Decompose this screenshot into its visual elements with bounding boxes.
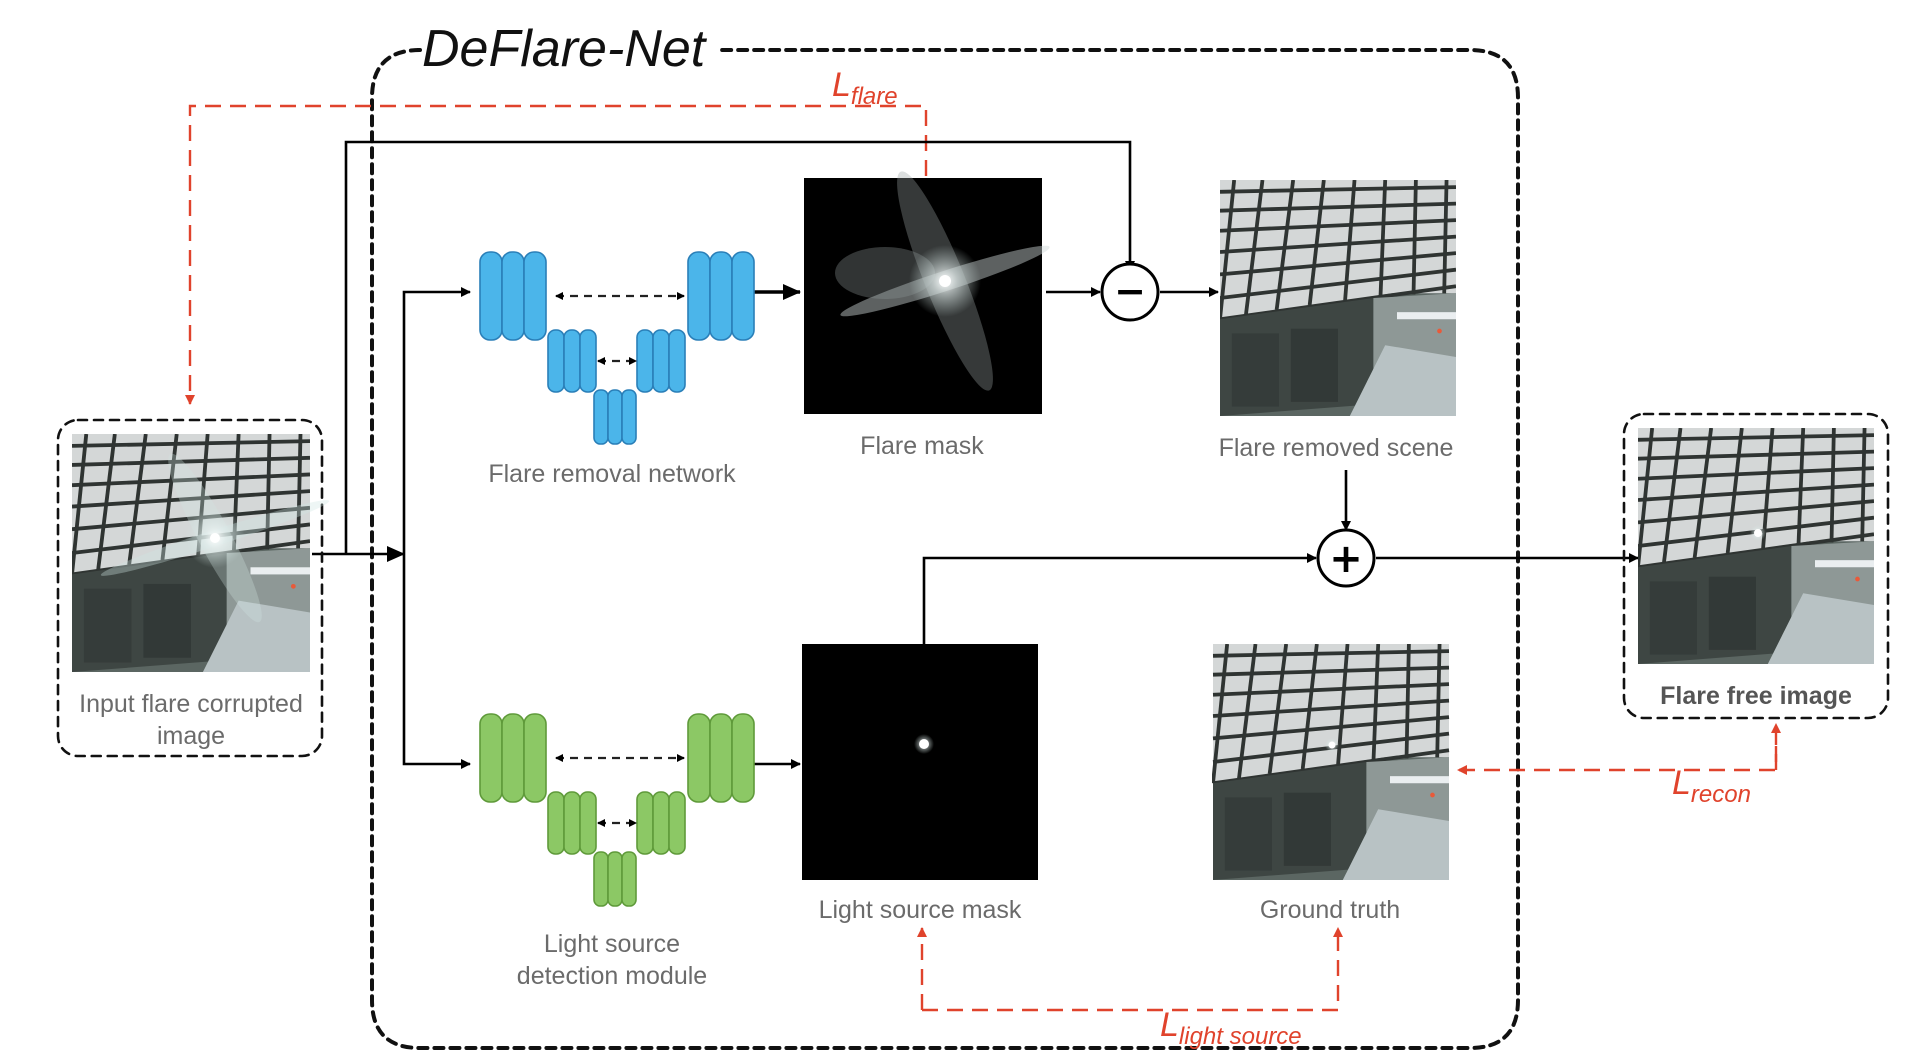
input-image bbox=[72, 434, 330, 672]
output-block: Flare free image bbox=[1622, 412, 1890, 720]
encoder-block-2 bbox=[547, 791, 597, 855]
loss-flare-label: Lflare bbox=[832, 66, 898, 110]
flare-mask-label: Flare mask bbox=[860, 432, 984, 460]
loss-light-source-label: Llight source bbox=[1160, 1006, 1302, 1050]
light-source-detection-label-line2: detection module bbox=[517, 962, 707, 990]
add-symbol: + bbox=[1329, 536, 1363, 582]
flare-mask-image bbox=[804, 171, 1050, 414]
output-image bbox=[1638, 428, 1874, 664]
bottleneck-block bbox=[593, 389, 637, 445]
bottleneck-block bbox=[593, 851, 637, 907]
subtract-symbol: − bbox=[1114, 269, 1146, 313]
encoder-block-1 bbox=[479, 713, 547, 803]
decoder-block-1 bbox=[687, 713, 755, 803]
input-block: Input flare corrupted image bbox=[56, 418, 330, 758]
subtract-operator: − bbox=[1100, 262, 1160, 322]
light-source-detection-module bbox=[479, 713, 755, 907]
flare-removed-scene-image bbox=[1220, 180, 1456, 416]
flare-removal-network-label: Flare removal network bbox=[488, 460, 736, 488]
input-label-line1: Input flare corrupted bbox=[79, 690, 303, 718]
decoder-block-1 bbox=[687, 251, 755, 341]
light-source-mask-image bbox=[802, 644, 1038, 880]
output-label: Flare free image bbox=[1660, 682, 1852, 710]
add-operator: + bbox=[1316, 528, 1376, 588]
flare-removed-scene-label: Flare removed scene bbox=[1219, 434, 1454, 462]
light-source-mask-label: Light source mask bbox=[819, 896, 1022, 924]
ground-truth-label: Ground truth bbox=[1260, 896, 1400, 924]
light-source-detection-label-line1: Light source bbox=[544, 930, 680, 958]
decoder-block-2 bbox=[636, 329, 686, 393]
deflare-net-container: DeFlare-Net bbox=[370, 20, 1520, 1050]
encoder-block-1 bbox=[479, 251, 547, 341]
loss-recon-label: Lrecon bbox=[1672, 764, 1751, 808]
wires bbox=[312, 140, 1639, 769]
flare-removal-network bbox=[479, 251, 755, 445]
input-label-line2: image bbox=[157, 722, 225, 750]
diagram-title: DeFlare-Net bbox=[422, 20, 708, 78]
decoder-block-2 bbox=[636, 791, 686, 855]
encoder-block-2 bbox=[547, 329, 597, 393]
ground-truth-image bbox=[1212, 644, 1450, 880]
